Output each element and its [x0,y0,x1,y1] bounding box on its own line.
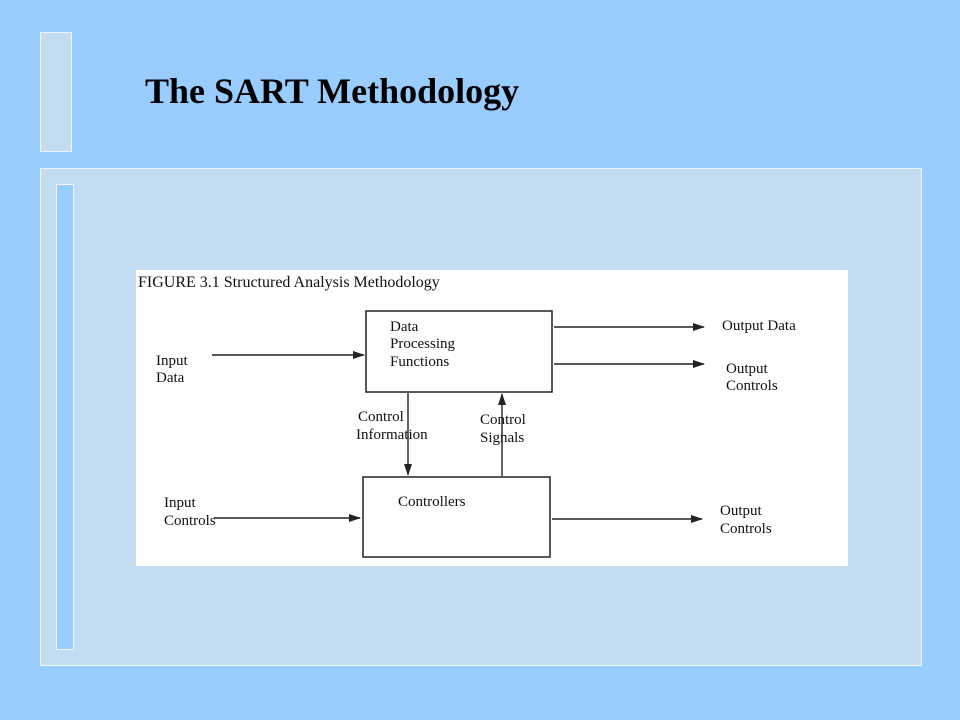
control-signals-label-line-1: Control [480,412,526,428]
data-processing-label-line-1: Data [390,319,419,335]
output-data-label: Output Data [722,318,796,334]
data-processing-label-line-2: Processing [390,336,455,352]
control-information-label-line-2: Information [356,427,428,443]
controllers-label: Controllers [398,494,466,510]
control-signals-label-line-2: Signals [480,430,524,446]
output-controls-top-label-line-2: Controls [726,378,778,394]
content-accent-bar [56,184,74,650]
title-accent-bar [40,32,72,152]
slide-title: The SART Methodology [145,71,520,111]
figure-caption: FIGURE 3.1 Structured Analysis Methodolo… [138,274,440,291]
input-data-label-line-1: Input [156,353,188,369]
input-controls-label-line-1: Input [164,495,196,511]
data-processing-label-line-3: Functions [390,354,449,370]
data-processing-node [365,310,553,393]
diagram-canvas: FIGURE 3.1 Structured Analysis Methodolo… [138,274,796,558]
input-data-label-line-2: Data [156,370,185,386]
output-controls-top-label-line-1: Output [726,361,769,377]
sart-diagram: FIGURE 3.1 Structured Analysis Methodolo… [136,270,848,566]
controllers-node [362,476,551,558]
output-controls-bottom-label-line-2: Controls [720,521,772,537]
control-information-label-line-1: Control [358,409,404,425]
input-controls-label-line-2: Controls [164,513,216,529]
output-controls-bottom-label-line-1: Output [720,503,763,519]
